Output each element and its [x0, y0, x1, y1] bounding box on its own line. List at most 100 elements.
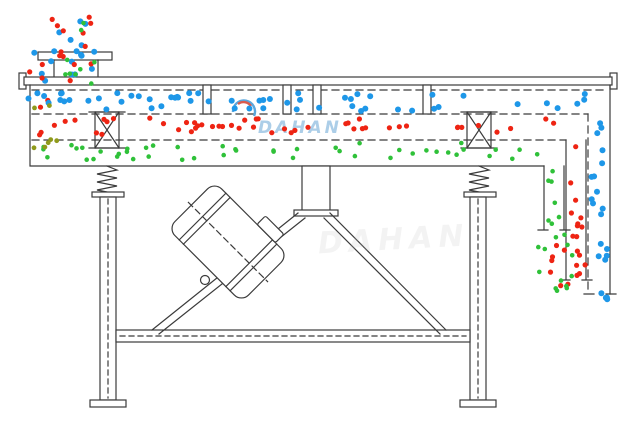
particle-red — [582, 262, 588, 268]
particle-green — [124, 149, 130, 155]
particle-green — [550, 168, 555, 174]
particle-blue — [228, 97, 235, 104]
particle-red — [574, 248, 581, 254]
particle-red — [558, 283, 564, 289]
spring-seat-right — [460, 111, 498, 149]
particle-green — [537, 269, 542, 275]
vibration-motor — [171, 185, 285, 299]
particle-green — [69, 142, 74, 148]
particle-green — [424, 148, 429, 153]
particle-olive — [42, 144, 48, 150]
particle-red — [579, 224, 585, 230]
particle-red — [574, 223, 581, 229]
particle-blue — [598, 124, 605, 131]
particle-green — [179, 157, 185, 163]
particle-blue — [195, 90, 202, 97]
particle-blue — [367, 93, 374, 100]
particle-blue — [284, 99, 291, 106]
watermark: DAHAN DAHAN — [231, 99, 470, 261]
particle-blue — [574, 100, 581, 107]
particle-blue — [246, 105, 253, 112]
bracket-column — [301, 165, 331, 213]
watermark-brand: DAHAN — [258, 118, 342, 138]
particle-green — [546, 178, 551, 183]
particle-red — [494, 129, 500, 135]
particle-green — [546, 218, 551, 223]
particle-red — [71, 61, 77, 68]
particle-blue — [429, 91, 436, 98]
particle-blue — [604, 246, 610, 252]
particle-blue — [25, 95, 32, 102]
particle-red — [253, 116, 259, 122]
particle-red — [576, 252, 583, 258]
particle-blue — [41, 93, 48, 99]
particle-blue — [231, 105, 238, 112]
particle-green — [493, 147, 499, 152]
particle-blue — [260, 105, 267, 112]
particle-red — [574, 272, 580, 278]
particle-green — [290, 155, 296, 161]
particle-red — [475, 122, 481, 129]
particle-green — [92, 59, 97, 65]
cross-beam — [115, 329, 471, 343]
particle-blue — [297, 96, 303, 103]
particle-blue — [168, 94, 175, 101]
particle-red — [578, 215, 584, 221]
particle-blue — [460, 92, 467, 99]
particle-blue — [88, 65, 95, 72]
particle-blue — [431, 105, 438, 112]
particle-green — [221, 152, 226, 158]
particle-red — [351, 126, 357, 132]
particle-blue — [186, 90, 193, 97]
particle-green — [552, 200, 558, 206]
particle-blue — [34, 90, 41, 97]
particle-red — [183, 119, 190, 126]
particle-green — [445, 150, 451, 155]
particle-blue — [73, 48, 80, 55]
bracket-plate — [293, 209, 339, 217]
particle-red — [288, 130, 294, 136]
particle-red — [553, 242, 560, 249]
particle-red — [39, 61, 45, 68]
particle-red — [27, 69, 33, 75]
seat-body — [466, 111, 492, 149]
particle-blue — [599, 205, 606, 212]
particle-blue — [603, 294, 610, 301]
particle-red — [459, 124, 465, 130]
particle-blue — [599, 147, 606, 154]
particle-green — [64, 57, 70, 63]
particle-red — [195, 123, 201, 129]
particle-olive — [32, 105, 37, 111]
particle-green — [78, 67, 83, 72]
particle-blue — [316, 104, 323, 111]
exciter-bracket — [293, 165, 339, 217]
leg-foot — [89, 399, 127, 408]
particle-green — [352, 153, 358, 159]
particle-red — [38, 129, 44, 135]
particle-red — [58, 49, 64, 55]
coil-spring-right — [468, 165, 492, 193]
particle-green — [73, 72, 78, 77]
particle-green — [143, 145, 149, 151]
support-leg-left — [89, 191, 127, 408]
particle-green — [510, 156, 515, 162]
particle-blue — [103, 106, 110, 113]
particle-blue — [409, 107, 416, 114]
leg-top-plate — [91, 191, 125, 198]
motor-terminal-box — [257, 216, 284, 243]
particle-red — [72, 117, 78, 123]
particle-blue — [135, 93, 142, 100]
particle-red — [88, 20, 94, 26]
particle-olive — [45, 140, 51, 146]
particle-blue — [95, 95, 102, 102]
particle-blue — [48, 58, 55, 65]
particle-blue — [148, 105, 155, 112]
particle-green — [89, 81, 94, 86]
particle-red — [363, 125, 369, 131]
particle-red — [551, 120, 557, 126]
particle-green — [116, 151, 122, 157]
particle-green — [410, 151, 416, 156]
particle-red — [568, 210, 575, 216]
particle-green — [45, 155, 50, 160]
motor-bolt — [199, 274, 211, 286]
